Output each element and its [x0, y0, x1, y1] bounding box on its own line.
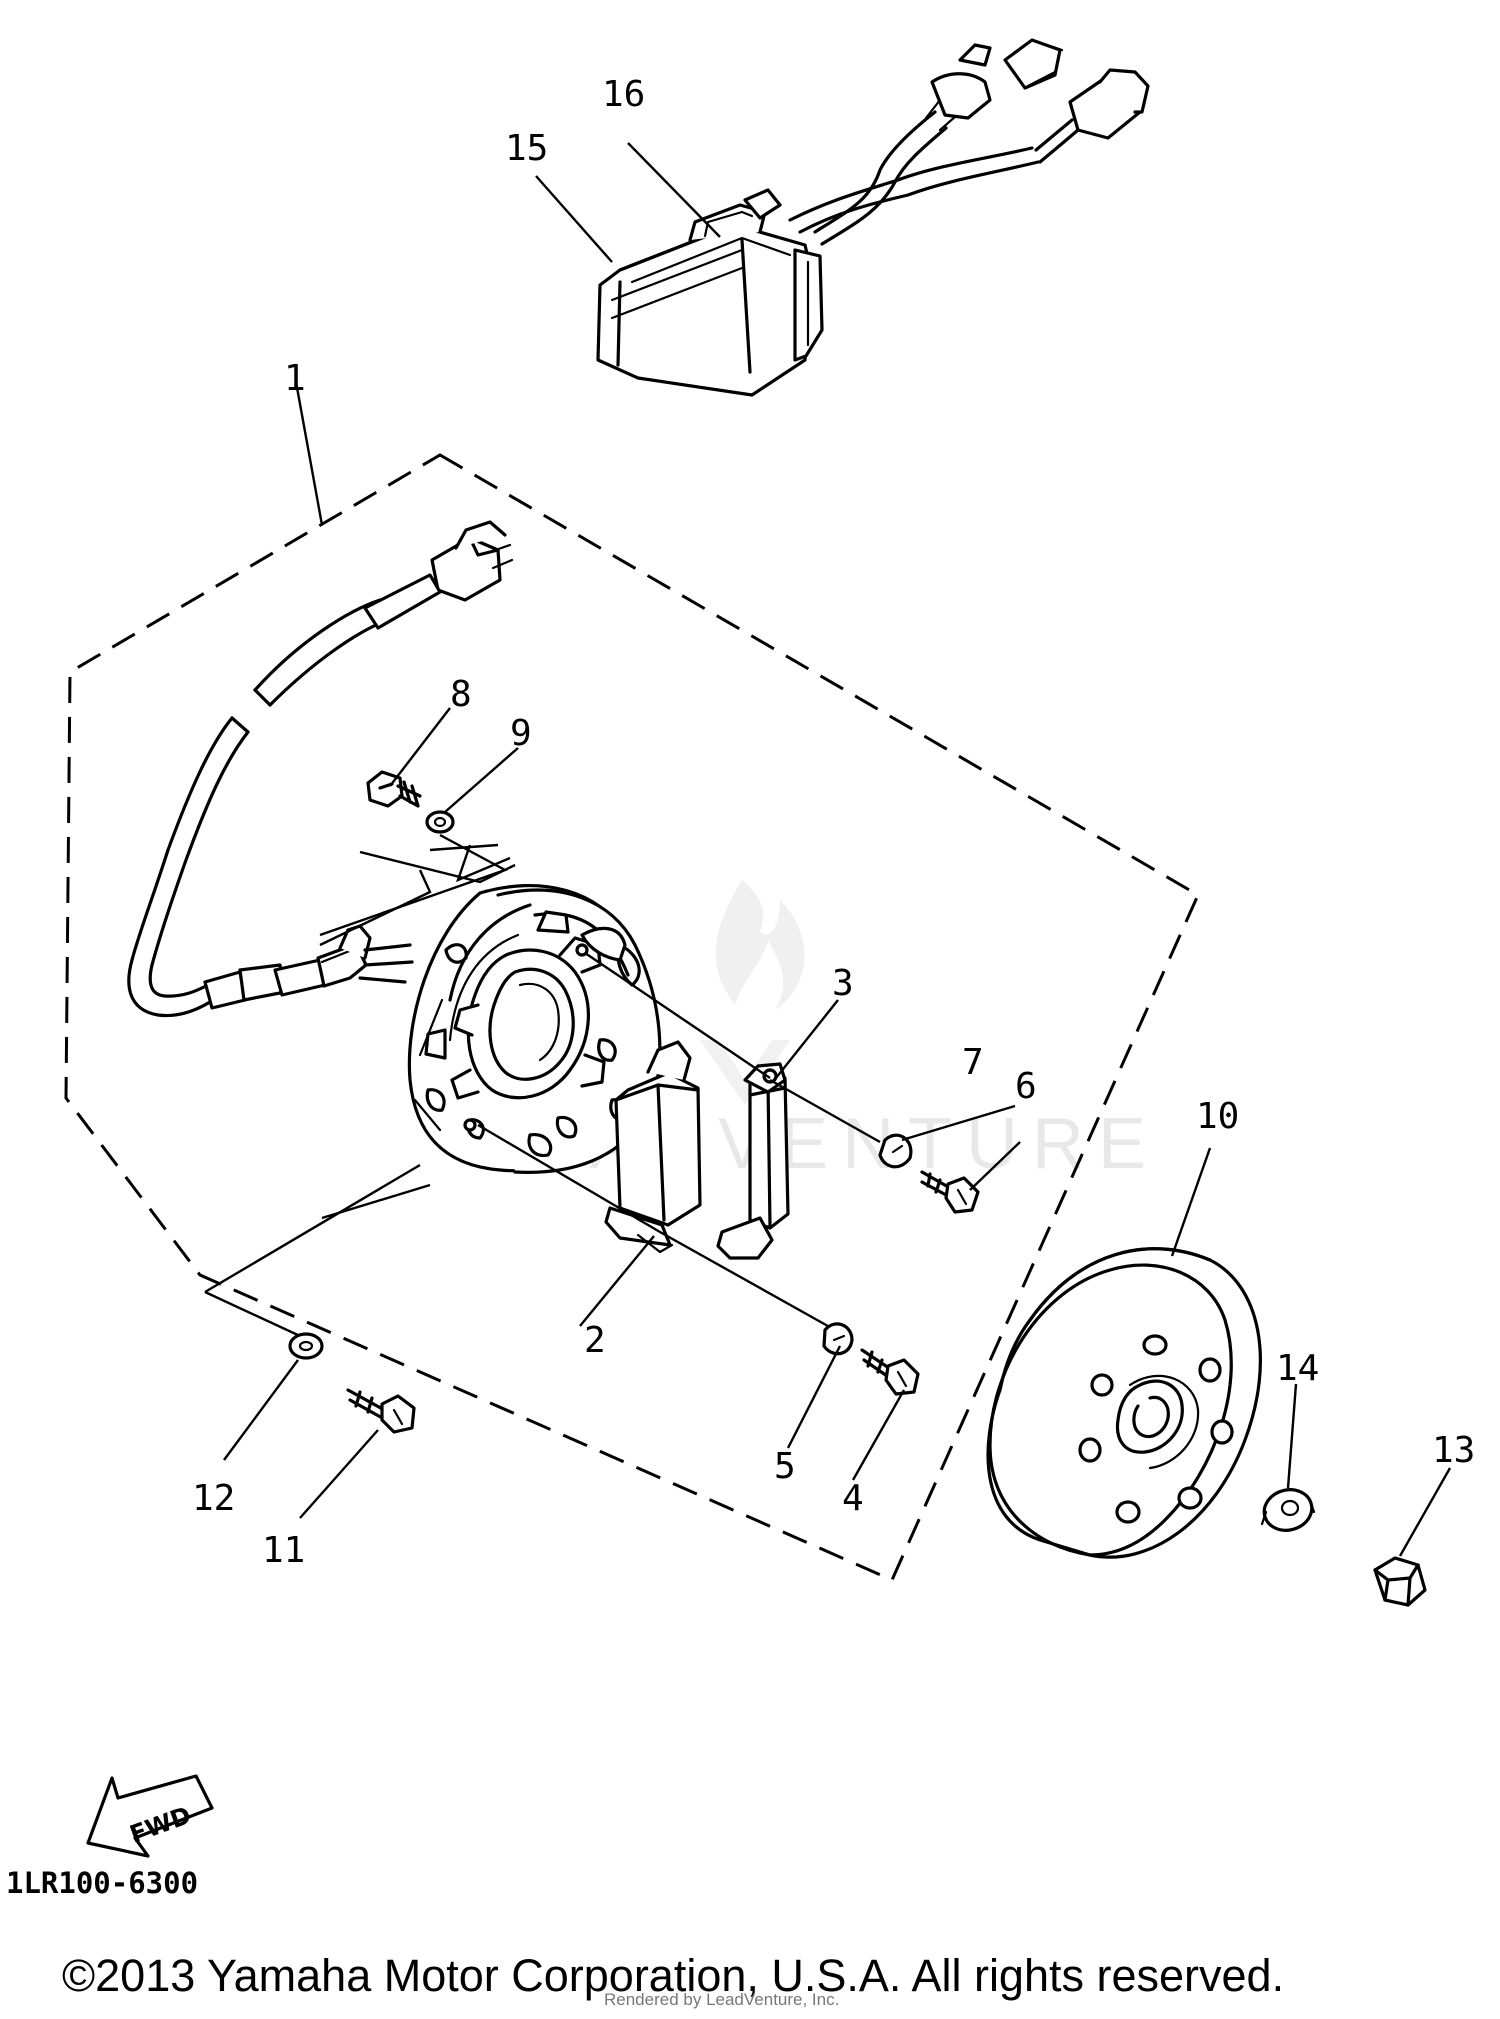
washer-9: [425, 810, 455, 834]
callout-3: 3: [832, 963, 854, 1004]
regulator-unit: [596, 188, 824, 397]
callout-13: 13: [1432, 1430, 1475, 1471]
callout-14: 14: [1276, 1348, 1319, 1389]
callout-6: 6: [1015, 1066, 1037, 1107]
washer-7: [878, 1133, 913, 1169]
stator-wiring: [127, 520, 514, 1018]
pulser-coil-2: [604, 1040, 702, 1254]
callout-1: 1: [284, 358, 306, 399]
leader-9-down: [319, 833, 508, 937]
copyright-notice: ©2013 Yamaha Motor Corporation, U.S.A. A…: [62, 1950, 1285, 2001]
callout-2: 2: [584, 1320, 606, 1361]
callout-leaders: [223, 142, 1452, 1557]
screw-6: [920, 1170, 980, 1214]
diagram-code: 1LR100-6300: [6, 1866, 199, 1900]
callout-16: 16: [602, 74, 645, 115]
flywheel-rotor-10: [986, 1247, 1262, 1559]
screw-8: [366, 770, 422, 808]
callout-11: 11: [262, 1530, 305, 1571]
assembly-boundary: [64, 453, 1200, 1582]
callout-5: 5: [774, 1446, 796, 1487]
washer-5: [822, 1322, 854, 1356]
callout-12: 12: [192, 1478, 235, 1519]
callout-8: 8: [450, 674, 472, 715]
charge-coil-3: [716, 1062, 790, 1260]
rendered-by-note: Rendered by LeadVenture, Inc.: [604, 1990, 840, 2009]
callout-10: 10: [1196, 1096, 1239, 1137]
regulator-wiring: [788, 38, 1150, 246]
callout-15: 15: [505, 128, 548, 169]
nut-13: [1373, 1556, 1427, 1607]
callout-4: 4: [842, 1478, 864, 1519]
callout-9: 9: [510, 713, 532, 754]
washer-14: [1260, 1488, 1316, 1532]
washer-12: [288, 1332, 324, 1360]
screw-4: [860, 1348, 920, 1396]
fwd-arrow-icon: FWD: [86, 1774, 214, 1858]
screw-11: [346, 1388, 416, 1434]
callout-7: 7: [962, 1042, 984, 1083]
